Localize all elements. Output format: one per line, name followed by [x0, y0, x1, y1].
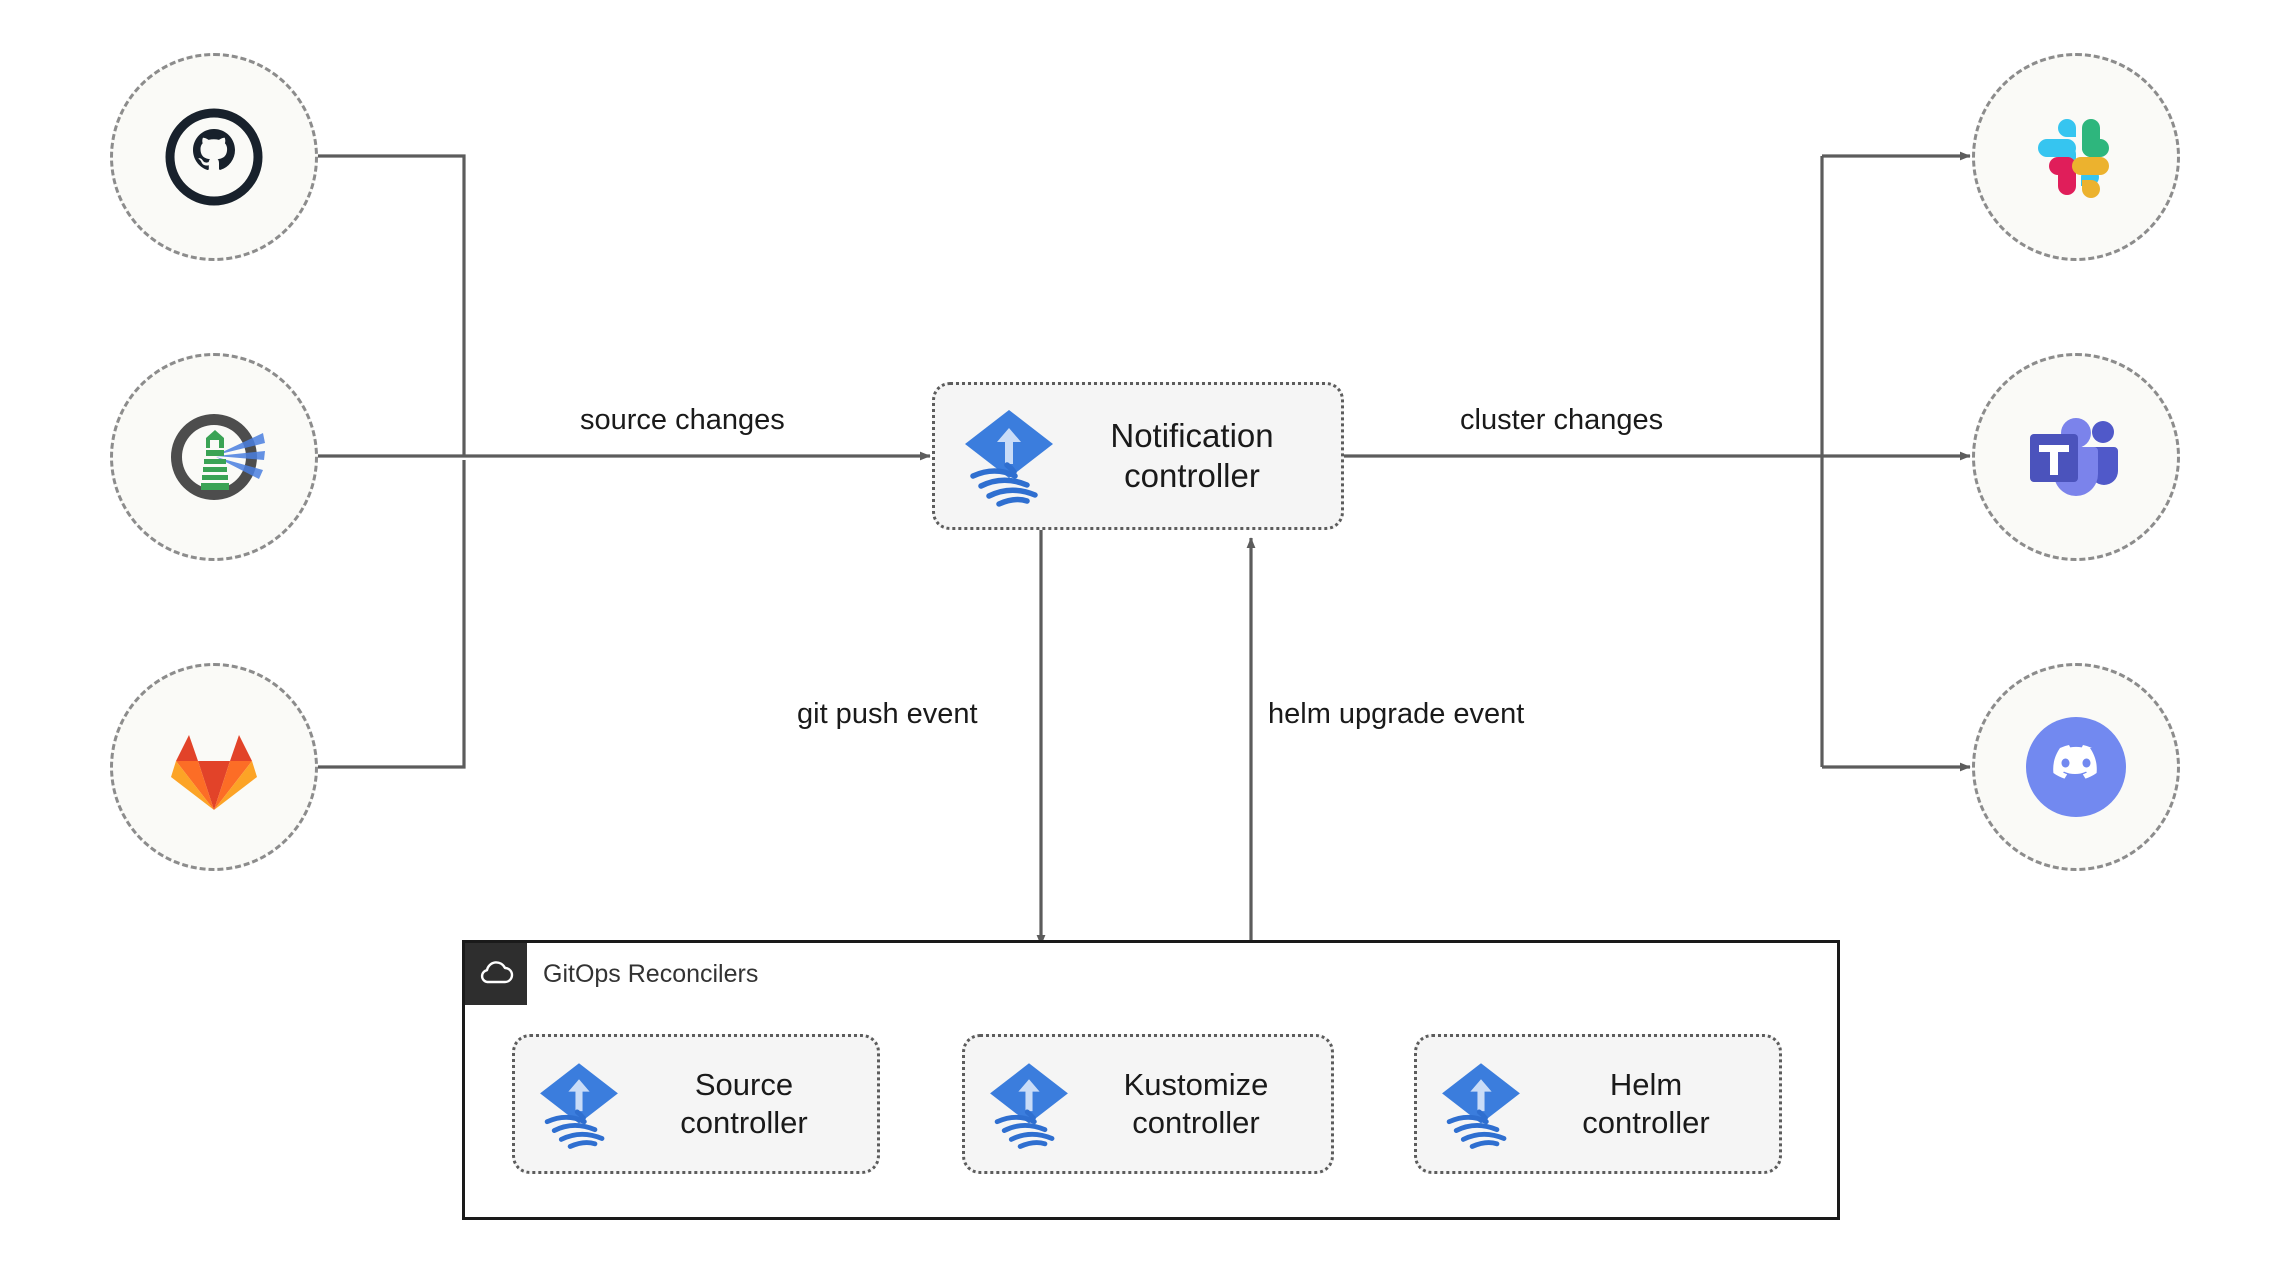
- gitops-reconcilers-title: GitOps Reconcilers: [543, 960, 759, 988]
- destination-node-slack[interactable]: [1972, 53, 2180, 261]
- destination-node-discord[interactable]: [1972, 663, 2180, 871]
- wire-github-to-trunk: [317, 154, 466, 456]
- microsoft-teams-icon: [2030, 418, 2118, 496]
- kustomize-controller-label: Kustomize controller: [1123, 1067, 1269, 1140]
- edge-label-git-push-event: git push event: [797, 698, 978, 730]
- flux-logo-icon: [1435, 1056, 1527, 1152]
- source-controller-node[interactable]: Source controller: [512, 1034, 880, 1174]
- slack-icon: [2037, 118, 2109, 198]
- helm-controller-label: Helm controller: [1582, 1067, 1710, 1140]
- flagger-lighthouse-icon: [170, 414, 265, 500]
- github-icon: [165, 108, 263, 206]
- source-node-github[interactable]: [110, 53, 318, 261]
- wire-gitlab-to-trunk: [317, 460, 466, 769]
- gitlab-icon: [171, 735, 257, 810]
- notification-controller-label: Notification controller: [1110, 416, 1274, 494]
- helm-controller-node[interactable]: Helm controller: [1414, 1034, 1782, 1174]
- edge-label-cluster-changes: cluster changes: [1460, 404, 1664, 436]
- edge-label-helm-upgrade-event: helm upgrade event: [1268, 698, 1525, 730]
- flux-logo-icon: [957, 402, 1061, 510]
- source-controller-label: Source controller: [680, 1067, 808, 1140]
- edge-label-source-changes: source changes: [580, 404, 785, 436]
- kustomize-controller-node[interactable]: Kustomize controller: [962, 1034, 1334, 1174]
- source-node-gitlab[interactable]: [110, 663, 318, 871]
- source-node-flagger[interactable]: [110, 353, 318, 561]
- flux-logo-icon: [983, 1056, 1075, 1152]
- destination-node-teams[interactable]: [1972, 353, 2180, 561]
- cloud-icon-tab: [465, 943, 527, 1005]
- cloud-icon: [480, 961, 514, 984]
- discord-icon: [2026, 717, 2126, 817]
- flux-logo-icon: [533, 1056, 625, 1152]
- notification-controller-node[interactable]: Notification controller: [932, 382, 1344, 530]
